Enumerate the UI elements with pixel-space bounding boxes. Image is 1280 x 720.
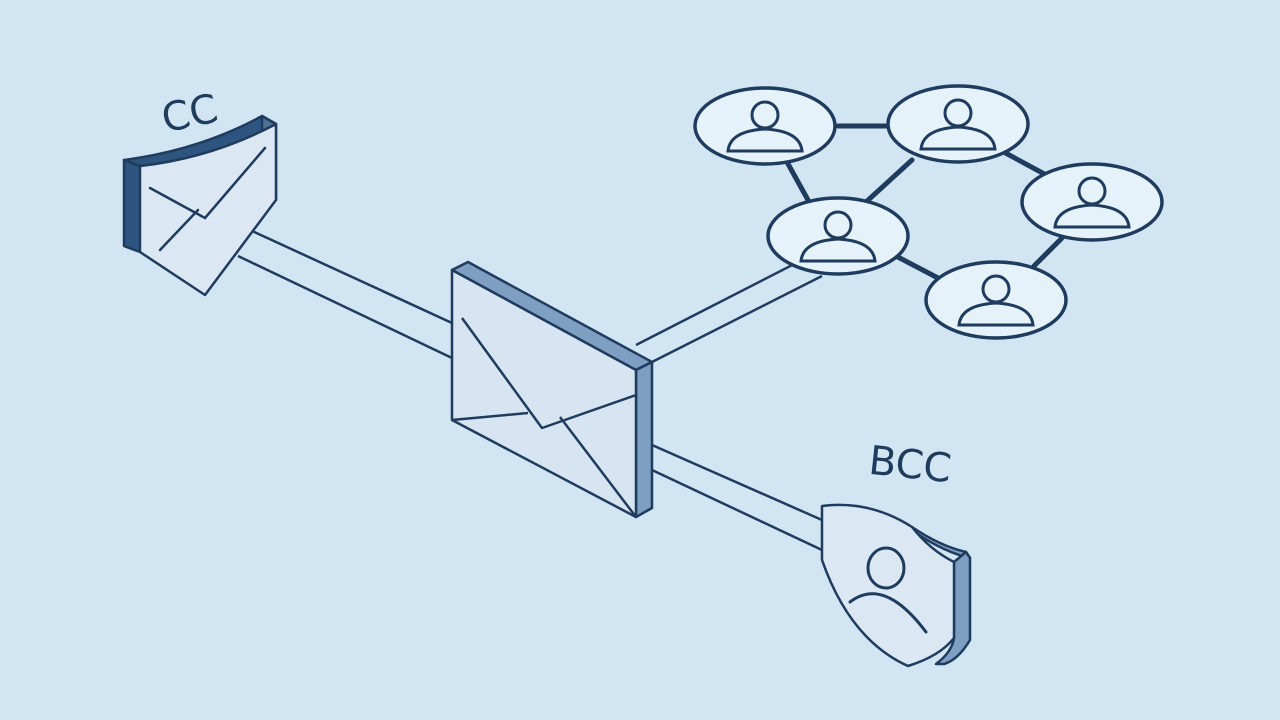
- recipient-node: [693, 86, 837, 166]
- recipient-node: [924, 260, 1068, 340]
- bcc-connector: [651, 443, 823, 552]
- recipient-nodes: [693, 84, 1164, 340]
- user-icon: [1053, 176, 1131, 229]
- user-icon: [848, 546, 928, 634]
- user-icon: [726, 100, 804, 153]
- user-icon: [799, 210, 877, 263]
- center-envelope: [450, 260, 654, 519]
- cc-connector: [237, 228, 453, 360]
- recipient-network-edges: [784, 123, 1065, 281]
- connectors: [237, 228, 823, 552]
- envelope-icon: [148, 146, 267, 252]
- recipient-node: [766, 196, 910, 276]
- recipient-node: [1020, 162, 1164, 242]
- bcc-label: BCC: [867, 438, 954, 492]
- user-icon: [919, 98, 997, 151]
- cc-label: CC: [158, 86, 222, 143]
- envelope-icon: [451, 317, 637, 518]
- bcc-shield: [820, 503, 972, 668]
- recipients-connector: [635, 256, 823, 364]
- user-icon: [957, 274, 1035, 327]
- cc-envelope: [122, 114, 278, 297]
- recipient-node: [886, 84, 1030, 164]
